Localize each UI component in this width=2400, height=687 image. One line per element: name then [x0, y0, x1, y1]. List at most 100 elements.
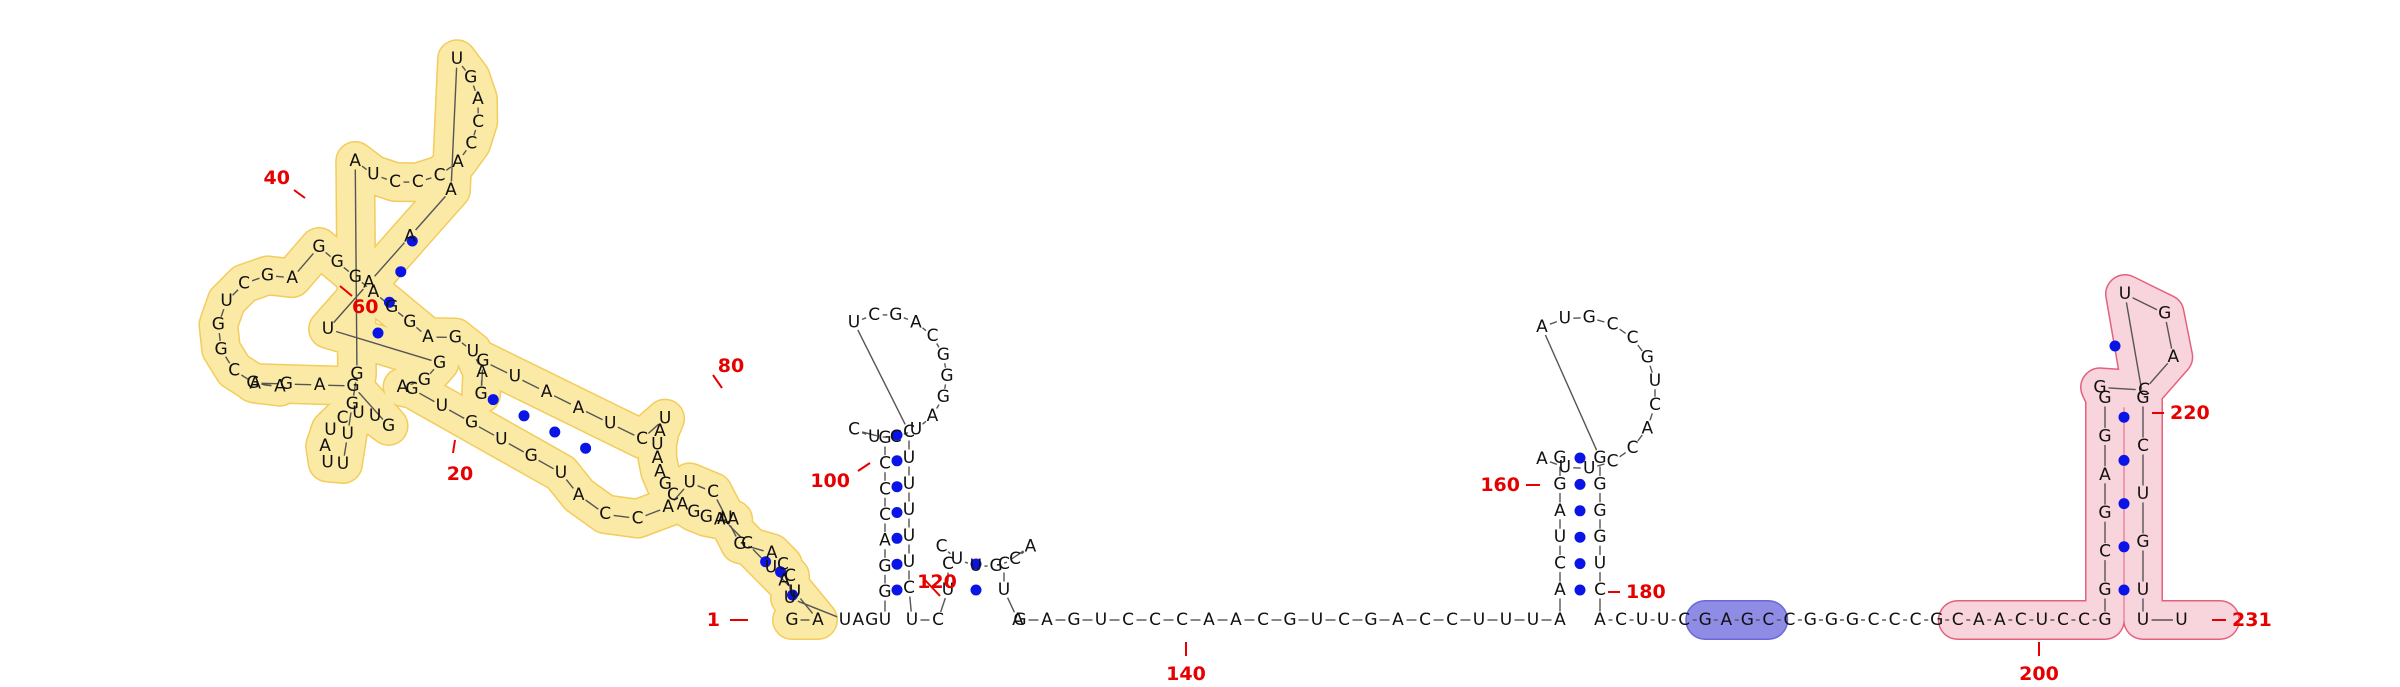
nucleotide: G [1741, 610, 1754, 630]
nucleotide: A [717, 509, 729, 529]
nucleotide: A [472, 89, 484, 109]
backbone-link [410, 381, 417, 386]
nucleotide: G [1283, 610, 1296, 630]
nucleotide: A [727, 510, 739, 530]
nucleotide: G [465, 413, 478, 433]
nucleotide: U [352, 403, 364, 423]
nucleotide: C [1149, 610, 1161, 630]
base-pair-dot [891, 584, 903, 596]
position-number: 231 [2232, 609, 2272, 631]
nucleotide: C [1338, 610, 1350, 630]
nucleotide: U [604, 413, 616, 433]
nucleotide: G [525, 446, 538, 466]
nucleotide: A [1554, 580, 1566, 600]
nucleotide: G [1804, 610, 1817, 630]
base-pair-dot [2118, 454, 2130, 466]
nucleotide: U [2137, 484, 2149, 504]
nucleotide: C [784, 566, 796, 586]
nucleotide: U [720, 508, 732, 528]
nucleotide: G [449, 328, 462, 348]
nucleotide: C [848, 420, 860, 440]
nucleotide: C [879, 505, 891, 525]
nucleotide: A [476, 362, 488, 382]
nucleotide: U [367, 165, 379, 185]
base-pair-dot [1574, 558, 1586, 570]
nucleotide: C [2138, 380, 2150, 400]
backbone-link [397, 311, 404, 318]
backbone-link [241, 374, 249, 380]
backbone-link [333, 288, 364, 324]
position-tick [712, 374, 723, 389]
backbone-link [415, 195, 446, 231]
nucleotide: G [659, 474, 672, 494]
base-pair-layer [372, 235, 2130, 601]
backbone-link [947, 551, 951, 555]
nucleotide: A [879, 531, 891, 551]
nucleotide: C [890, 427, 902, 447]
backbone-link [585, 499, 599, 510]
nucleotide: G [700, 507, 713, 527]
backbone-link [909, 596, 912, 612]
position-tick [857, 462, 871, 472]
nucleotide: C [412, 172, 424, 192]
backbone-link [922, 327, 927, 332]
nucleotide: C [2099, 542, 2111, 562]
nucleotide: A [677, 495, 689, 515]
base-pair-dot [891, 455, 903, 467]
nucleotide: A [573, 398, 585, 418]
base-pair-dot [787, 589, 798, 601]
nucleotide: A [1720, 610, 1732, 630]
nucleotide: C [879, 454, 891, 474]
nucleotide: G [865, 610, 878, 630]
backbone-link [415, 326, 422, 333]
nucleotide: C [1176, 610, 1188, 630]
backbone-link [673, 488, 685, 502]
nucleotide: U [509, 367, 521, 387]
nucleotide: G [312, 237, 325, 257]
nucleotide: G [1699, 610, 1712, 630]
nucleotide: A [1041, 610, 1053, 630]
nucleotide: U [1095, 610, 1107, 630]
backbone-link [1544, 334, 1598, 451]
nucleotide: A [1230, 610, 1242, 630]
backbone-link [508, 442, 525, 453]
nucleotide: C [1649, 395, 1661, 415]
nucleotide: C [1009, 549, 1021, 569]
nucleotide: U [467, 341, 479, 361]
backbone-link [429, 368, 435, 375]
position-number: 1 [707, 609, 720, 631]
base-pair-dot [891, 481, 903, 493]
base-pair-dot [1574, 505, 1586, 517]
nucleotide: U [903, 526, 915, 546]
backbone-link [218, 333, 221, 341]
nucleotide: C [1615, 610, 1627, 630]
nucleotide: C [903, 578, 915, 598]
base-pair-dot [775, 566, 786, 578]
nucleotide: G [937, 387, 950, 407]
nucleotide: C [998, 554, 1010, 574]
nucleotide: G [878, 582, 891, 602]
backbone-link [1619, 452, 1627, 458]
backbone-link [647, 423, 660, 434]
nucleotide: U [1583, 458, 1595, 478]
backbone-link [343, 442, 348, 456]
nucleotide: U [1594, 554, 1606, 574]
backbone-link [645, 509, 661, 517]
backbone-link [585, 410, 603, 421]
nucleotide: C [707, 482, 719, 502]
nucleotide: G [1593, 448, 1606, 468]
base-pair-dot [518, 410, 530, 422]
base-pair-dot [2118, 541, 2130, 553]
backbone-link [2165, 321, 2173, 349]
backbone-link [1006, 597, 1016, 613]
nucleotide: A [1392, 610, 1404, 630]
nucleotide: A [249, 374, 261, 394]
nucleotide: A [778, 570, 790, 590]
nucleotide: C [1868, 610, 1880, 630]
nucleotide: A [812, 610, 824, 630]
base-pair-dot [487, 394, 499, 406]
nucleotide: A [314, 375, 326, 395]
nucleotide: C [1627, 328, 1639, 348]
nucleotide: G [403, 312, 416, 332]
